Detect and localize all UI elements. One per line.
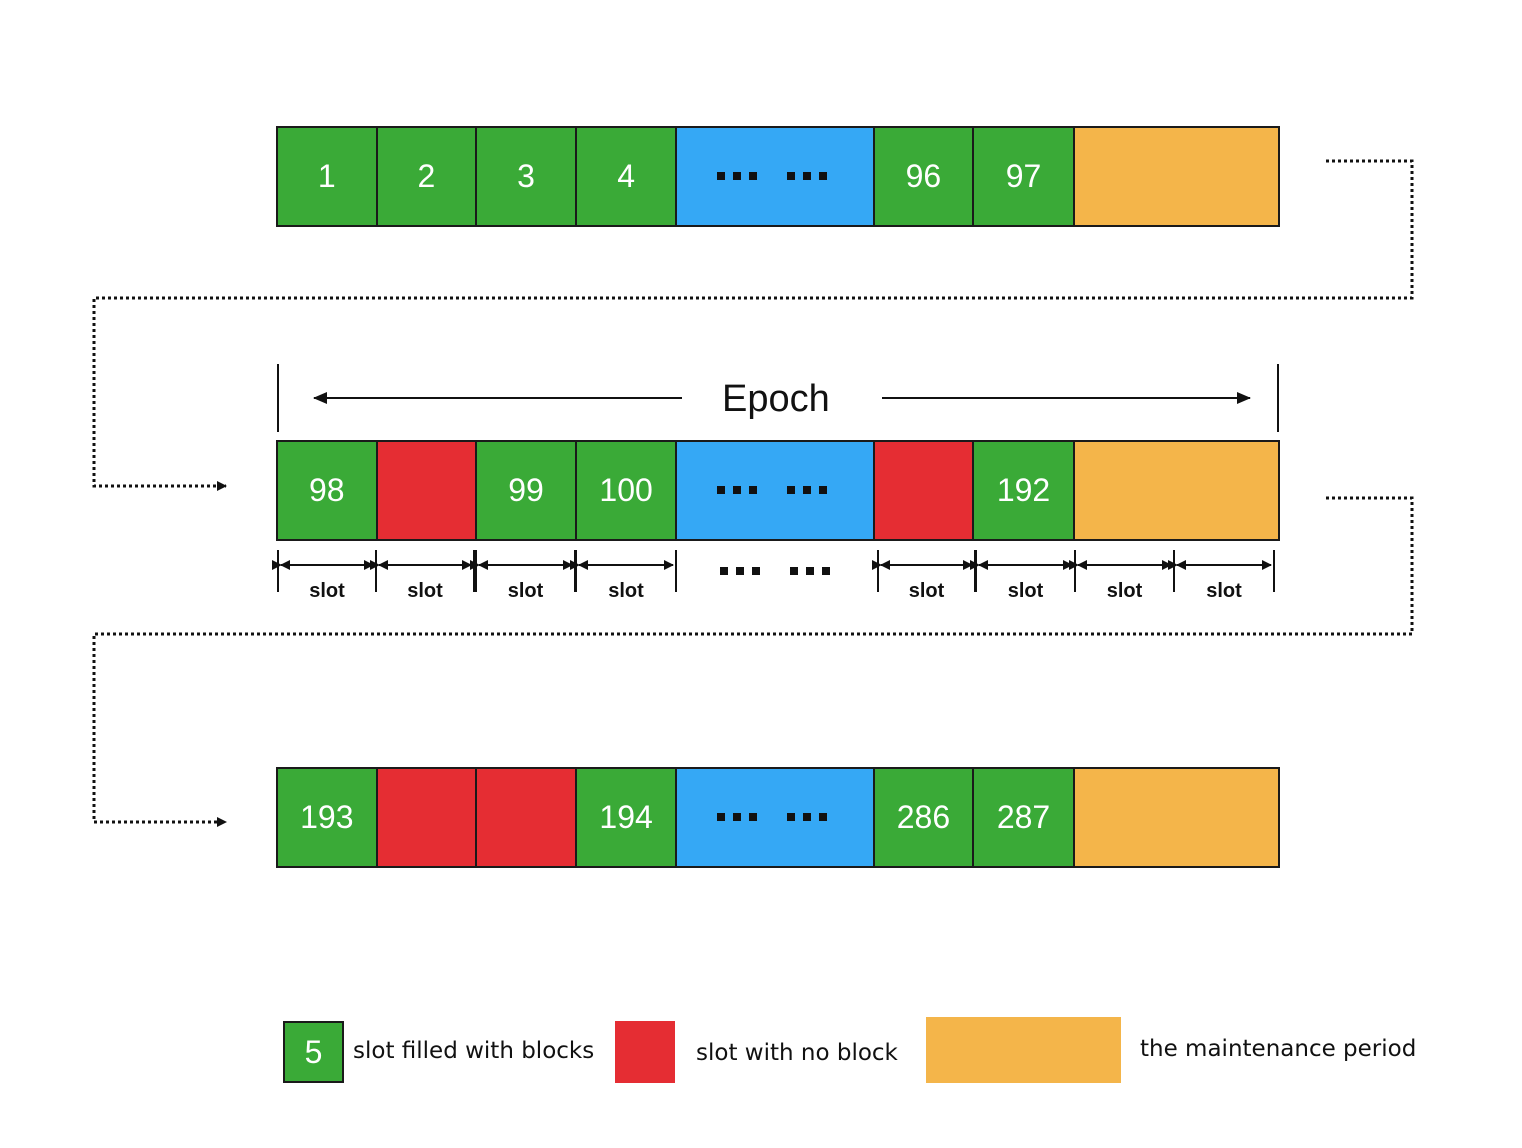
ellipsis-cell — [677, 769, 875, 866]
filled-slot-cell: 286 — [874, 769, 975, 866]
ellipsis-icon — [717, 485, 828, 494]
slot-number: 2 — [417, 158, 436, 194]
filled-slot-cell: 194 — [576, 769, 678, 866]
slot-label: slot — [909, 580, 945, 602]
empty-slot-cell — [477, 769, 577, 866]
slot-label: slot — [1008, 580, 1044, 602]
slot-marker: slot — [872, 550, 976, 602]
ellipsis-cell — [677, 442, 875, 539]
ellipsis-cell — [677, 128, 875, 225]
filled-slot-cell: 99 — [477, 442, 577, 539]
slot-number: 97 — [1005, 158, 1042, 194]
slot-number: 3 — [517, 158, 535, 194]
empty-slot-cell — [874, 442, 975, 539]
ellipsis-icon — [717, 171, 828, 180]
empty-slot-cell — [377, 442, 478, 539]
filled-slot-cell: 1 — [278, 128, 378, 225]
ellipsis-icon — [717, 812, 828, 821]
legend-filled-example: 5 — [304, 1033, 323, 1070]
slot-row-3: 193 194 286 287 — [276, 767, 1280, 868]
slot-row-1: 1 2 3 4 96 97 — [276, 126, 1280, 227]
filled-slot-cell: 2 — [377, 128, 478, 225]
slot-label: slot — [407, 580, 443, 602]
connector-row1-to-row2 — [92, 159, 1414, 491]
slot-label: slot — [1107, 580, 1143, 602]
filled-slot-cell: 98 — [278, 442, 378, 539]
slot-marker: slot — [272, 550, 377, 602]
slot-marker: slot — [970, 550, 1076, 602]
slot-number: 193 — [300, 799, 354, 835]
filled-slot-cell: 96 — [874, 128, 975, 225]
slot-number: 99 — [508, 472, 544, 508]
slot-marker: slot — [1168, 550, 1275, 602]
filled-slot-cell: 287 — [974, 769, 1075, 866]
legend-maintenance-swatch — [926, 1017, 1121, 1083]
slot-number: 194 — [599, 799, 653, 835]
slot-marker: slot — [1069, 550, 1175, 602]
empty-slot-cell — [377, 769, 478, 866]
slot-number: 287 — [996, 799, 1051, 835]
slot-number: 4 — [617, 158, 636, 194]
filled-slot-cell: 4 — [576, 128, 678, 225]
filled-slot-cell: 193 — [278, 769, 378, 866]
slot-label: slot — [508, 580, 544, 602]
filled-slot-cell: 100 — [576, 442, 678, 539]
legend-maintenance-text: the maintenance period — [1140, 1036, 1417, 1062]
filled-slot-cell: 3 — [477, 128, 577, 225]
legend-empty-swatch — [615, 1021, 675, 1083]
slot-label: slot — [608, 580, 644, 602]
slot-markers: slot slot slot slot slot slot slot slot — [272, 550, 1275, 602]
slot-number: 1 — [317, 158, 336, 194]
filled-slot-cell: 97 — [974, 128, 1075, 225]
legend-filled-text: slot filled with blocks — [353, 1038, 595, 1064]
slot-number: 286 — [896, 799, 951, 835]
slot-ellipsis — [720, 567, 830, 575]
maintenance-slot-cell — [1074, 769, 1278, 866]
slot-label: slot — [1206, 580, 1242, 602]
epoch-label: Epoch — [722, 378, 830, 420]
slot-number: 98 — [309, 472, 345, 508]
slot-number: 96 — [905, 158, 942, 194]
maintenance-slot-cell — [1074, 442, 1278, 539]
legend-empty-text: slot with no block — [696, 1040, 898, 1066]
slot-number: 100 — [599, 472, 653, 508]
maintenance-slot-cell — [1074, 128, 1278, 225]
legend-filled-swatch: 5 — [283, 1021, 344, 1083]
filled-slot-cell: 192 — [974, 442, 1075, 539]
slot-number: 192 — [996, 472, 1051, 508]
slot-marker: slot — [370, 550, 475, 602]
slot-marker: slot — [470, 550, 576, 602]
slot-row-2: 98 99 100 192 — [276, 440, 1280, 541]
slot-label: slot — [309, 580, 345, 602]
slot-marker: slot — [570, 550, 677, 602]
